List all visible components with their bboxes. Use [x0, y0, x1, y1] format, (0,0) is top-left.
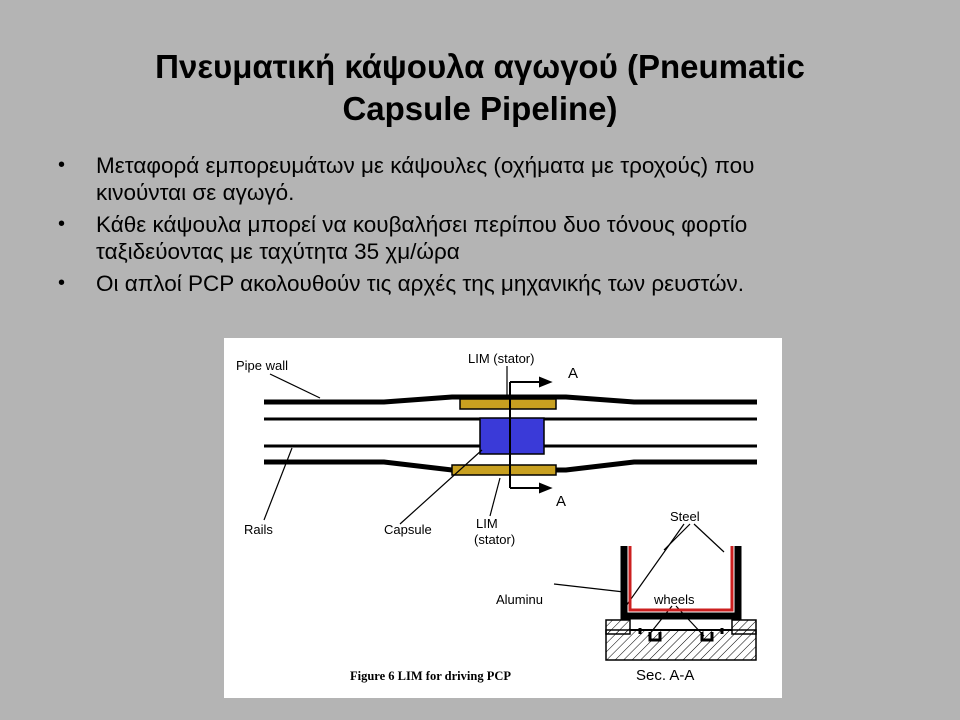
label-lim-line1: LIM [476, 516, 498, 531]
lim-stator-bottom [451, 464, 557, 476]
bullet-text: Οι απλοί PCP ακολουθούν τις αρχές της μη… [96, 271, 745, 296]
bullet-item-capacity: • Κάθε κάψουλα μπορεί να κουβαλήσει περί… [56, 211, 936, 265]
lim-figure: Pipe wall LIM (stator) A A Rails Capsule… [224, 338, 782, 698]
section-a-arrows [509, 376, 553, 494]
figure-caption: Figure 6 LIM for driving PCP [350, 669, 511, 683]
label-pipe-wall: Pipe wall [236, 358, 288, 373]
ground-hatch [605, 629, 757, 661]
lim-stator-top [459, 398, 557, 410]
bullet-dot-icon: • [58, 272, 66, 294]
bullet-dot-icon: • [58, 213, 66, 235]
bullet-dot-icon: • [58, 154, 66, 176]
label-sec-aa: Sec. A-A [636, 667, 694, 684]
label-steel: Steel [670, 509, 700, 524]
capsule-shape [479, 417, 545, 455]
section-aa-drawing [605, 546, 757, 661]
bullet-text: κινούνται σε αγωγό. [96, 180, 295, 205]
label-wheels: wheels [653, 592, 695, 607]
steel-channel [620, 546, 742, 620]
label-lim-stator-top: LIM (stator) [468, 351, 534, 366]
label-section-a-top: A [568, 365, 578, 382]
bullet-text: Κάθε κάψουλα μπορεί να κουβαλήσει περίπο… [96, 212, 748, 237]
slide-title: Πνευματική κάψουλα αγωγού (Pneumatic Cap… [0, 46, 960, 130]
label-aluminu: Aluminu [496, 592, 543, 607]
label-lim-line2: (stator) [474, 532, 515, 547]
label-rails: Rails [244, 522, 273, 537]
lim-diagram: Pipe wall LIM (stator) A A Rails Capsule… [236, 351, 757, 684]
bullet-list: • Μεταφορά εμπορευμάτων με κάψουλες (οχή… [56, 152, 936, 302]
slide-title-line1: Πνευματική κάψουλα αγωγού (Pneumatic [155, 48, 805, 85]
bullet-item-fluid-mechanics: • Οι απλοί PCP ακολουθούν τις αρχές της … [56, 270, 936, 297]
label-capsule: Capsule [384, 522, 432, 537]
bullet-text: ταξιδεύοντας με ταχύτητα 35 χμ/ώρα [96, 239, 460, 264]
bullet-item-transport: • Μεταφορά εμπορευμάτων με κάψουλες (οχή… [56, 152, 936, 206]
label-section-a-bottom: A [556, 493, 566, 510]
slide-title-line2: Capsule Pipeline) [342, 90, 618, 127]
bullet-text: Μεταφορά εμπορευμάτων με κάψουλες (οχήμα… [96, 153, 755, 178]
